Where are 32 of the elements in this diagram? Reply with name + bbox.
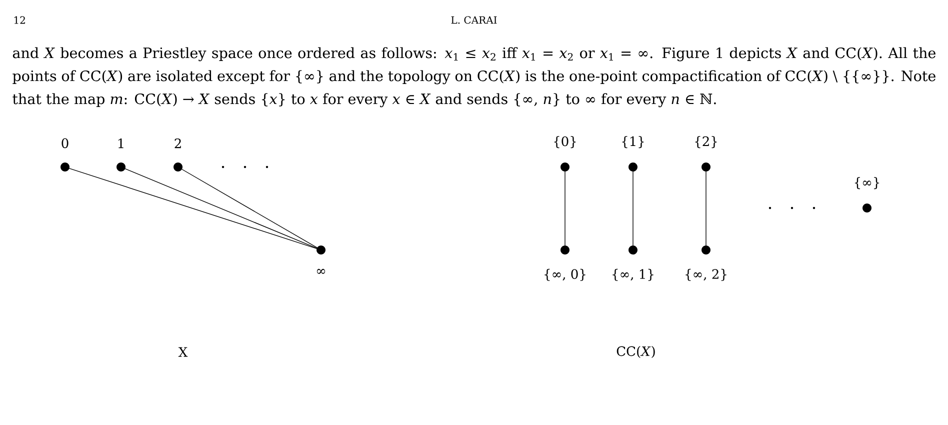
point: {∞, 0} [544, 246, 586, 281]
point: {∞} [854, 177, 880, 212]
node-label: {∞, 0} [544, 268, 586, 281]
point: {2} [695, 136, 717, 172]
point: 1 [116, 138, 126, 172]
point: {0} [554, 136, 576, 172]
paragraph: and X becomes a Priestley space once ordered as follows: x$_{1}$ ≤ x$_{2}$ iff x$_{1}$ = x$_{2}$ or x$_{1}$ = ∞. Figure 1 depicts X and CC(X). All the points of CC(X) are isolated except for {∞} and the topology on CC(X) is the one-point compactification of CC(X) \ {{∞}}. Note that the map m: CC(X) → X sends {x} to x for every x ∈ X and sends {∞, n} to ∞ for every n ∈ ℕ. [12, 47, 936, 108]
point: 2 [174, 138, 182, 172]
point: {∞, 2} [686, 246, 726, 281]
point: {∞, 1} [612, 246, 654, 281]
node-label: 2 [174, 138, 181, 148]
node-label: ∞ [316, 268, 326, 274]
line [68, 168, 318, 250]
node-label: 0 [62, 138, 68, 148]
node-label: {0} [554, 136, 576, 148]
node-label: {∞} [854, 177, 880, 190]
node-label: {1} [622, 136, 644, 148]
node-label: {2} [695, 136, 717, 148]
line [123, 168, 319, 250]
figure-label: CC(X) [616, 346, 655, 358]
point: {1} [622, 136, 644, 172]
line [564, 170, 566, 248]
line [632, 170, 634, 248]
running-header: L. CARAI [451, 16, 497, 24]
point: 0 [60, 138, 70, 172]
line [180, 168, 319, 249]
page-number: 12 [14, 16, 25, 24]
node-label: 1 [118, 138, 124, 148]
node-label: {∞, 1} [612, 268, 654, 281]
figure-label: X [178, 347, 188, 357]
point: ∞ [316, 246, 326, 274]
node-label: {∞, 2} [686, 268, 726, 281]
